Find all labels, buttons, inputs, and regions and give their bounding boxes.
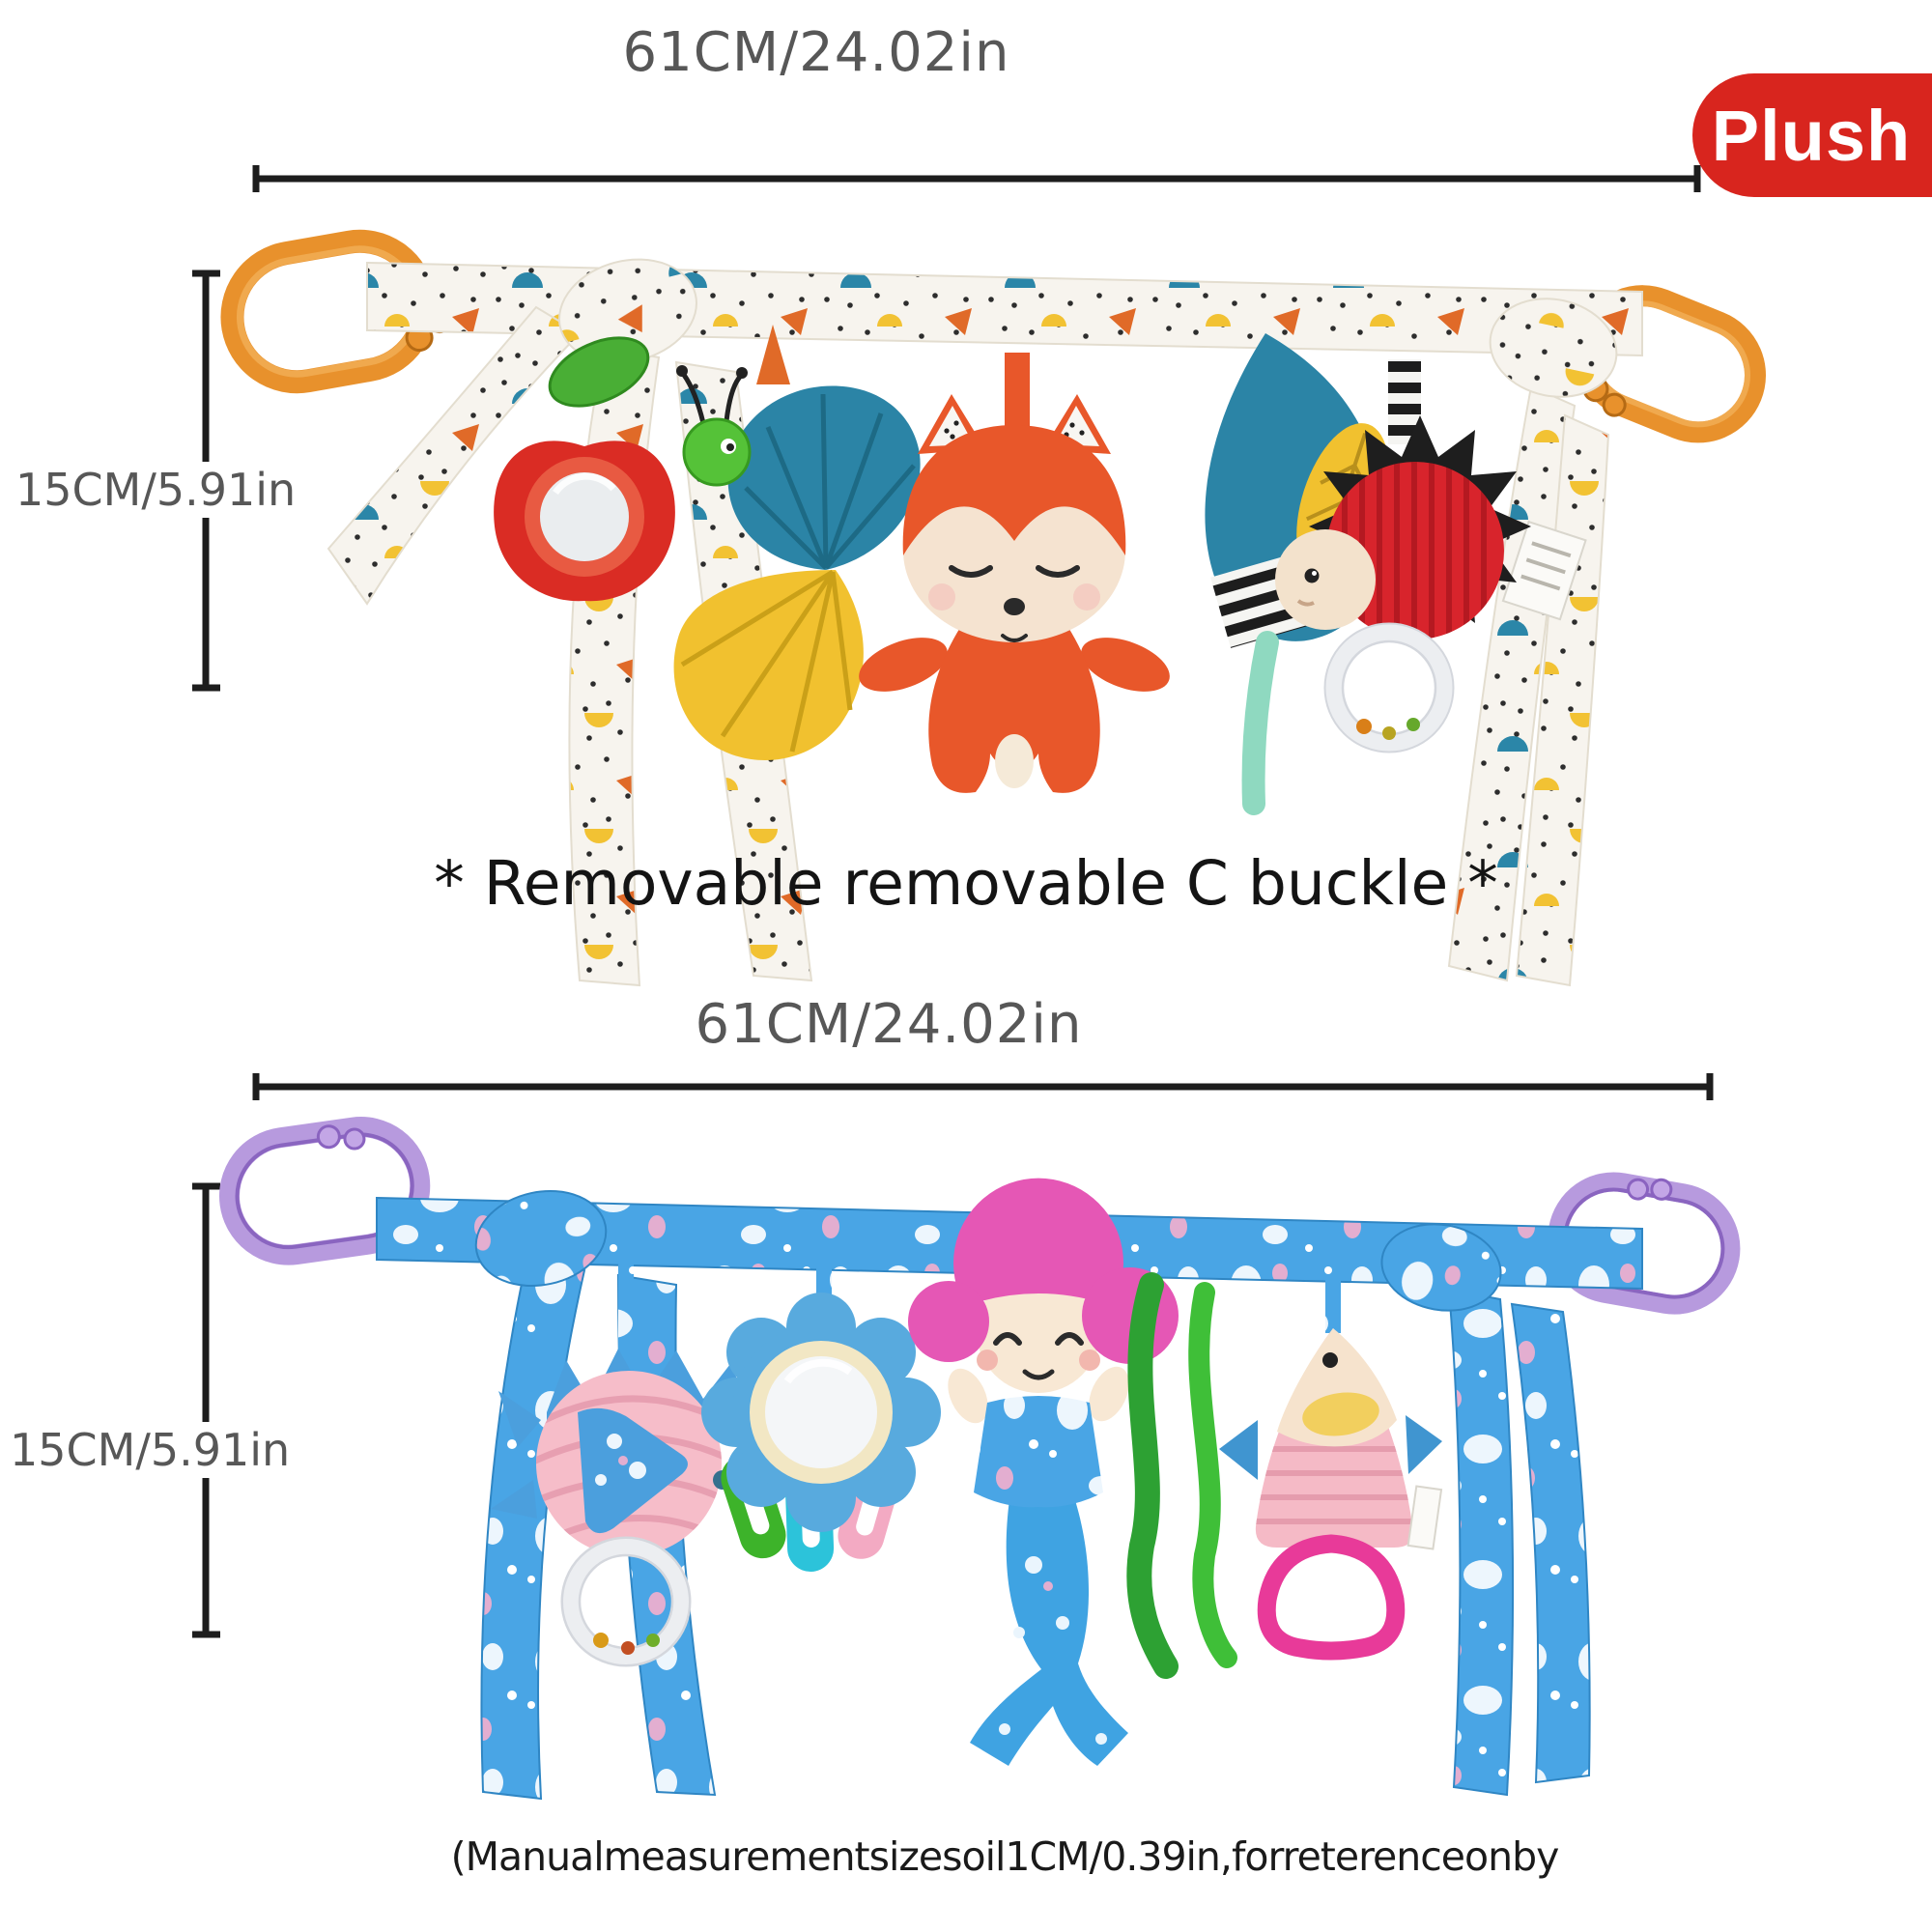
- mermaid-toy: [908, 1178, 1179, 1766]
- product-photo-top: [220, 229, 1767, 987]
- product-photo-bottom: [218, 1117, 1741, 1801]
- bottom-width-dimension-line: [252, 1073, 1714, 1100]
- apple-mirror-caterpillar-toy: [494, 336, 675, 602]
- fan-shell-toy: [673, 325, 921, 760]
- removable-buckle-note: * Removable removable C buckle *: [434, 848, 1498, 919]
- care-tag: [1501, 520, 1587, 621]
- seaweed-toy: [1126, 1272, 1237, 1679]
- bottom-width-label: 61CM/24.02in: [695, 993, 1083, 1056]
- bottom-height-dimension-line: [192, 1182, 220, 1638]
- hedgehog-rattle-toy: [1275, 359, 1531, 753]
- pink-fish-rattle-toy: [491, 1258, 752, 1667]
- bottom-height-label: 15CM/5.91in: [2, 1422, 298, 1478]
- pink-shark-teether-toy: [1219, 1275, 1443, 1661]
- caterpillar-head: [676, 365, 752, 487]
- plush-badge-label: Plush: [1711, 95, 1912, 176]
- footer-disclaimer: (Manualmeasurementsizesoil1CM/0.39in,for…: [450, 1833, 1560, 1880]
- top-height-label: 15CM/5.91in: [8, 462, 304, 518]
- sleeping-fox-toy: [859, 353, 1170, 793]
- mirror-rosette-toy: [701, 1261, 941, 1572]
- top-width-dimension-line: [252, 165, 1701, 192]
- purple-c-ring-left: [218, 1117, 431, 1265]
- top-width-label: 61CM/24.02in: [622, 21, 1010, 84]
- plush-badge: Plush: [1692, 73, 1932, 197]
